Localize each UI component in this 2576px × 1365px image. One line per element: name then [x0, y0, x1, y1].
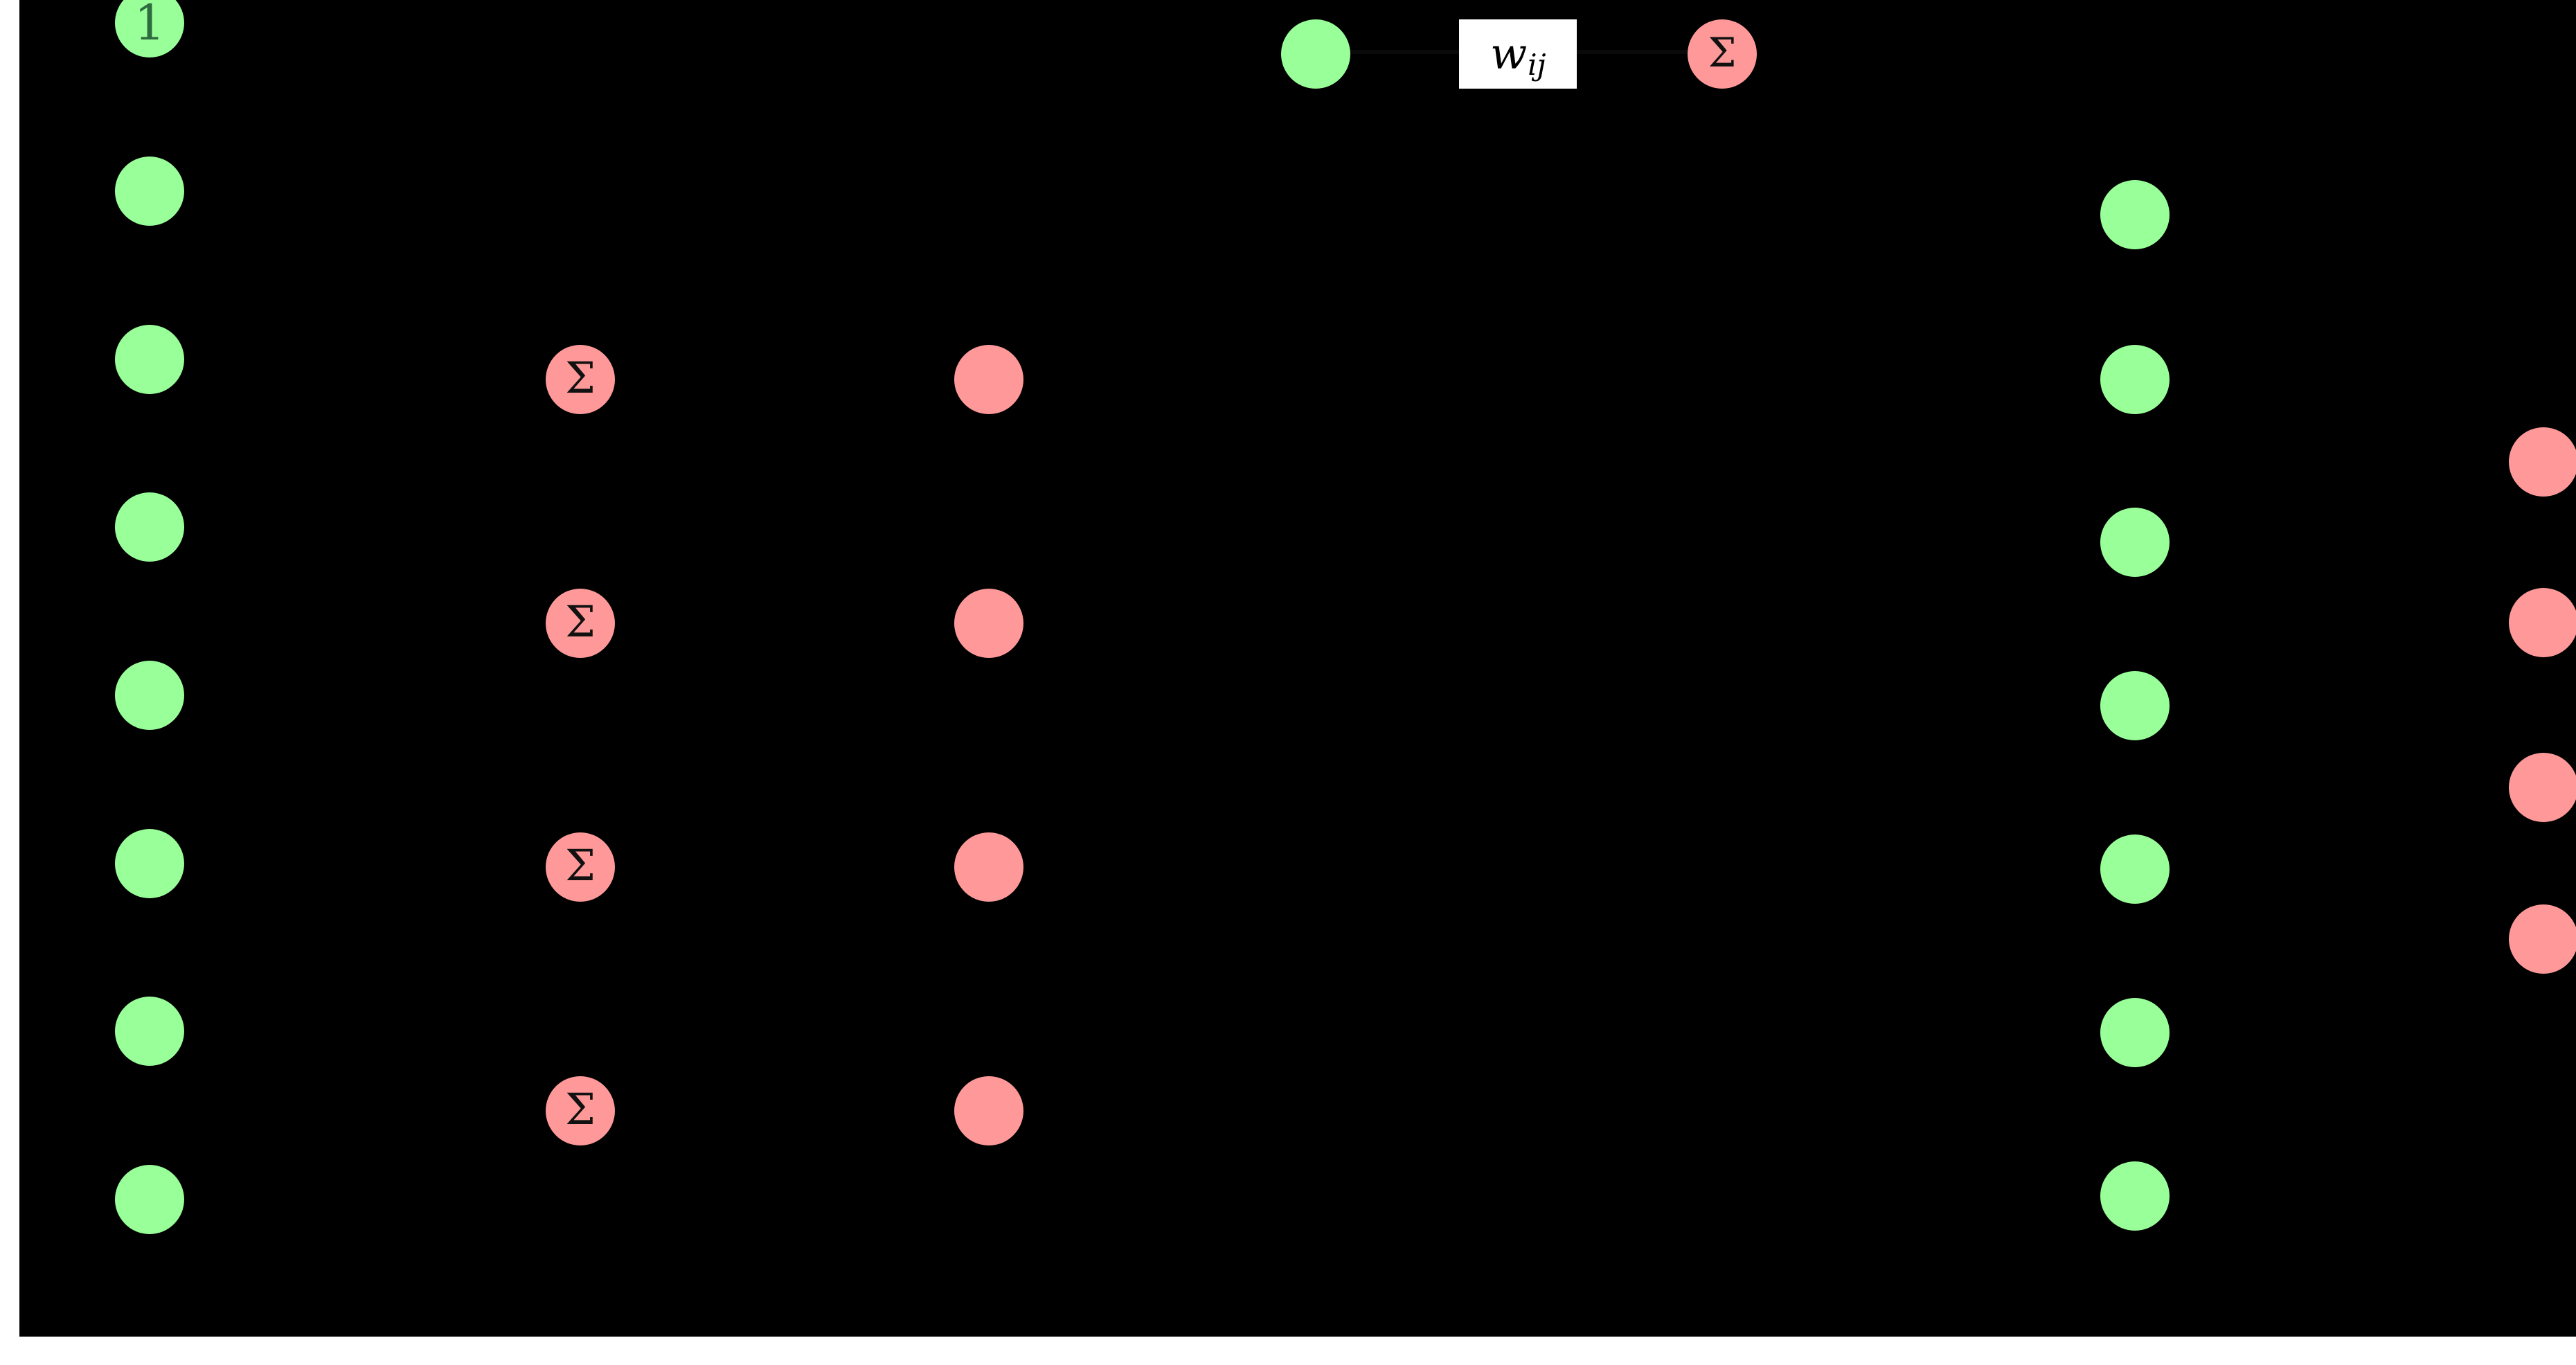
node-sum-1-label: Σ [565, 596, 596, 647]
node-sum-0[interactable]: Σ [546, 345, 615, 414]
node-output-3[interactable] [2509, 904, 2576, 974]
legend-source-neuron-circle[interactable] [1281, 19, 1350, 89]
node-sum-0-label: Σ [565, 353, 596, 403]
node-sum-1[interactable]: Σ [546, 589, 615, 658]
node-activation-2[interactable] [954, 832, 1023, 902]
node-input-2[interactable] [115, 325, 184, 394]
legend-weight-subscript: ij [1528, 48, 1546, 82]
node-sum-2[interactable]: Σ [546, 832, 615, 902]
node-hidden-6[interactable] [2100, 1161, 2170, 1231]
node-input-0-label: 1 [134, 0, 166, 51]
node-input-1[interactable] [115, 157, 184, 226]
node-sum-2-label: Σ [565, 840, 596, 891]
node-hidden-2[interactable] [2100, 508, 2170, 577]
node-hidden-3[interactable] [2100, 671, 2170, 740]
node-output-0[interactable] [2509, 427, 2576, 497]
node-output-2[interactable] [2509, 753, 2576, 822]
node-hidden-4[interactable] [2100, 835, 2170, 904]
diagram-panel: wij Σ 1 Σ [19, 0, 2576, 1337]
legend-weight-box[interactable]: wij [1459, 19, 1577, 89]
legend-weight-label: wij [1490, 33, 1546, 80]
node-activation-1[interactable] [954, 589, 1023, 658]
legend-sum-neuron-circle[interactable]: Σ [1688, 19, 1757, 89]
node-hidden-0[interactable] [2100, 180, 2170, 249]
node-activation-0[interactable] [954, 345, 1023, 414]
node-activation-3[interactable] [954, 1076, 1023, 1145]
node-hidden-5[interactable] [2100, 998, 2170, 1067]
node-output-1[interactable] [2509, 588, 2576, 657]
node-input-6[interactable] [115, 997, 184, 1066]
legend-sigma-label: Σ [1708, 29, 1737, 76]
node-sum-3-label: Σ [565, 1084, 596, 1134]
node-input-4[interactable] [115, 661, 184, 730]
node-sum-3[interactable]: Σ [546, 1076, 615, 1145]
node-hidden-1[interactable] [2100, 345, 2170, 414]
legend-weight-symbol: w [1490, 28, 1528, 79]
node-input-5[interactable] [115, 829, 184, 898]
node-input-0[interactable]: 1 [115, 0, 184, 57]
node-input-7[interactable] [115, 1165, 184, 1234]
node-input-3[interactable] [115, 492, 184, 562]
